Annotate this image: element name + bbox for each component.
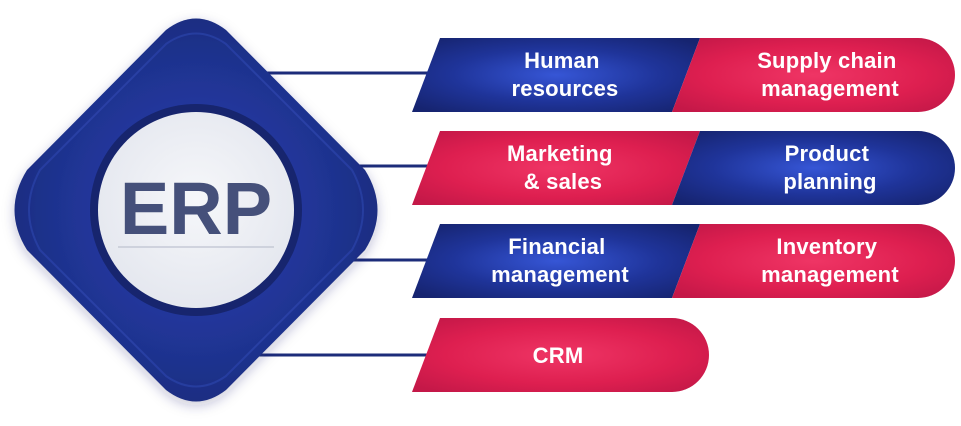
svg-text:Supply chain management: Supply chain management bbox=[757, 48, 903, 101]
erp-title: ERP bbox=[120, 167, 272, 250]
module-crm: CRM bbox=[412, 318, 709, 392]
module-inventory-management: Inventory management bbox=[672, 224, 955, 298]
module-supply-chain-management: Supply chain management bbox=[672, 38, 955, 112]
svg-text:Inventory management: Inventory management bbox=[761, 234, 899, 287]
module-human-resources: Human resources bbox=[412, 38, 700, 112]
module-marketing-sales: Marketing & sales bbox=[412, 131, 700, 205]
svg-text:Financial management: Financial management bbox=[491, 234, 629, 287]
svg-text:Human resources: Human resources bbox=[512, 48, 619, 101]
svg-text:Marketing & sales: Marketing & sales bbox=[507, 141, 619, 194]
erp-circle-inner bbox=[98, 112, 294, 308]
module-financial-management: Financial management bbox=[412, 224, 700, 298]
module-product-planning: Product planning bbox=[672, 131, 955, 205]
svg-text:Product planning: Product planning bbox=[783, 141, 876, 194]
svg-text:CRM: CRM bbox=[533, 343, 584, 368]
